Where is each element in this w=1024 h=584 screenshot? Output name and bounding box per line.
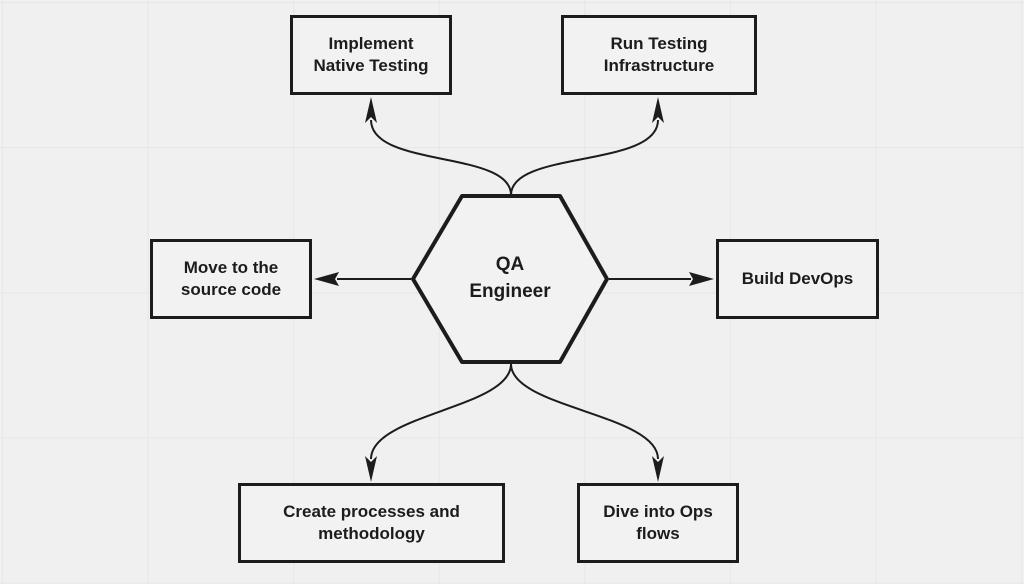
node-move-to-source-code: Move to the source code xyxy=(150,239,312,319)
node-dive-into-ops-flows: Dive into Ops flows xyxy=(577,483,739,563)
node-create-processes-methodology: Create processes and methodology xyxy=(238,483,505,563)
node-label: Dive into Ops flows xyxy=(603,501,713,543)
node-label: Implement Native Testing xyxy=(313,33,429,75)
node-qa-engineer: QA Engineer xyxy=(425,243,595,315)
arrowhead-down-right-icon xyxy=(652,456,664,482)
node-build-devops: Build DevOps xyxy=(716,239,879,319)
node-label: Build DevOps xyxy=(741,268,854,288)
hexagon-shape xyxy=(411,194,609,364)
node-run-testing-infrastructure: Run Testing Infrastructure xyxy=(561,15,757,95)
arrow-center-to-top-right xyxy=(510,97,664,196)
arrow-center-to-bottom-left xyxy=(365,363,512,482)
arrowhead-right-icon xyxy=(689,272,714,286)
node-label: Create processes and methodology xyxy=(283,501,460,543)
node-label: Run Testing Infrastructure xyxy=(603,33,715,75)
arrowhead-up-left-icon xyxy=(365,97,377,123)
arrowhead-up-right-icon xyxy=(652,97,664,123)
arrowhead-left-icon xyxy=(314,272,339,286)
node-label: Move to the source code xyxy=(180,257,282,299)
arrowhead-down-left-icon xyxy=(365,456,377,482)
node-label: QA Engineer xyxy=(469,254,551,302)
node-implement-native-testing: Implement Native Testing xyxy=(290,15,452,95)
arrow-center-to-right xyxy=(609,272,714,286)
arrow-center-to-bottom-right xyxy=(510,363,664,482)
arrow-center-to-top-left xyxy=(365,97,512,196)
arrow-center-to-left xyxy=(314,272,411,286)
